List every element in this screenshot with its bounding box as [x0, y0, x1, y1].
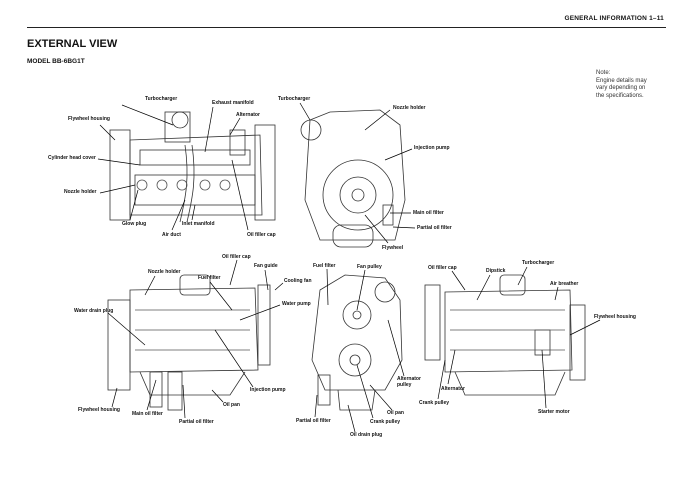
label-line: Alternator	[397, 376, 421, 382]
label-water-drain-plug: Water drain plug	[74, 308, 114, 314]
engine-side-view-top-left	[109, 111, 276, 223]
label-main-oil-filter: Main oil filter	[413, 210, 444, 216]
label-injection-pump: Injection pump	[250, 387, 286, 393]
label-partial-oil-filter: Partial oil filter	[179, 419, 214, 425]
label-water-pump: Water pump	[282, 301, 311, 307]
label-flywheel-housing: Flywheel housing	[68, 116, 110, 122]
label-line: pulley	[397, 382, 412, 388]
label-injection-pump: Injection pump	[414, 145, 450, 151]
label-oil-filler-cap: Oil filler cap	[428, 265, 457, 271]
label-fan-pulley: Fan pulley	[357, 264, 382, 270]
label-nozzle-holder: Nozzle holder	[64, 189, 97, 195]
label-cylinder-head-cover: Cylinder head cover	[48, 155, 96, 161]
label-nozzle-holder: Nozzle holder	[393, 105, 426, 111]
label-oil-pan: Oil pan	[223, 402, 240, 408]
page-title: EXTERNAL VIEW	[27, 38, 118, 50]
label-glow-plug: Glow plug	[122, 221, 147, 227]
label-turbocharger: Turbocharger	[145, 96, 178, 102]
label-air-duct: Air duct	[162, 232, 181, 238]
label-turbocharger: Turbocharger	[522, 260, 555, 266]
note-line: vary depending on	[596, 85, 646, 91]
label-oil-pan: Oil pan	[387, 410, 404, 416]
model-heading: MODEL BB-6BG1T	[27, 58, 85, 65]
label-flywheel: Flywheel	[382, 245, 404, 251]
engine-side-view-bottom-left	[107, 274, 271, 411]
label-alternator-pulley: Alternator pulley	[397, 376, 421, 388]
section-header: GENERAL INFORMATION 1–11	[564, 15, 664, 22]
engine-front-view-top-right	[300, 109, 406, 248]
label-flywheel-housing: Flywheel housing	[594, 314, 636, 320]
label-flywheel-housing: Flywheel housing	[78, 407, 120, 413]
label-fan-guide: Fan guide	[254, 263, 278, 269]
label-dipstick: Dipstick	[486, 268, 506, 274]
leader-lines	[97, 102, 601, 433]
header-rule	[27, 27, 666, 28]
label-cooling-fan: Cooling fan	[284, 278, 312, 284]
label-air-breather: Air breather	[550, 281, 579, 287]
label-oil-filler-cap: Oil filler cap	[222, 254, 251, 260]
label-partial-oil-filter: Partial oil filter	[417, 225, 452, 231]
label-alternator: Alternator	[441, 386, 465, 392]
label-fuel-filter: Fuel filter	[313, 263, 336, 269]
label-partial-oil-filter: Partial oil filter	[296, 418, 331, 424]
label-crank-pulley: Crank pulley	[370, 419, 401, 425]
label-oil-filler-cap: Oil filler cap	[247, 232, 276, 238]
label-fuel-filter: Fuel filter	[198, 275, 221, 281]
label-exhaust-manifold: Exhaust manifold	[212, 100, 254, 106]
label-turbocharger: Turbocharger	[278, 96, 311, 102]
label-oil-drain-plug: Oil drain plug	[350, 432, 383, 438]
label-nozzle-holder: Nozzle holder	[148, 269, 181, 275]
label-main-oil-filter: Main oil filter	[132, 411, 163, 417]
engine-side-view-bottom-right	[424, 274, 586, 396]
label-inlet-manifold: Inlet manifold	[182, 221, 215, 227]
engine-front-view-bottom-middle	[311, 274, 403, 411]
note-line: the specifications.	[596, 92, 644, 99]
label-alternator: Alternator	[236, 112, 260, 118]
label-crank-pulley: Crank pulley	[419, 400, 450, 406]
note-line: Note:	[596, 70, 611, 76]
label-starter-motor: Starter motor	[538, 409, 570, 415]
note-line: Engine details may	[596, 77, 647, 84]
note: Note: Engine details may vary depending …	[596, 70, 647, 100]
